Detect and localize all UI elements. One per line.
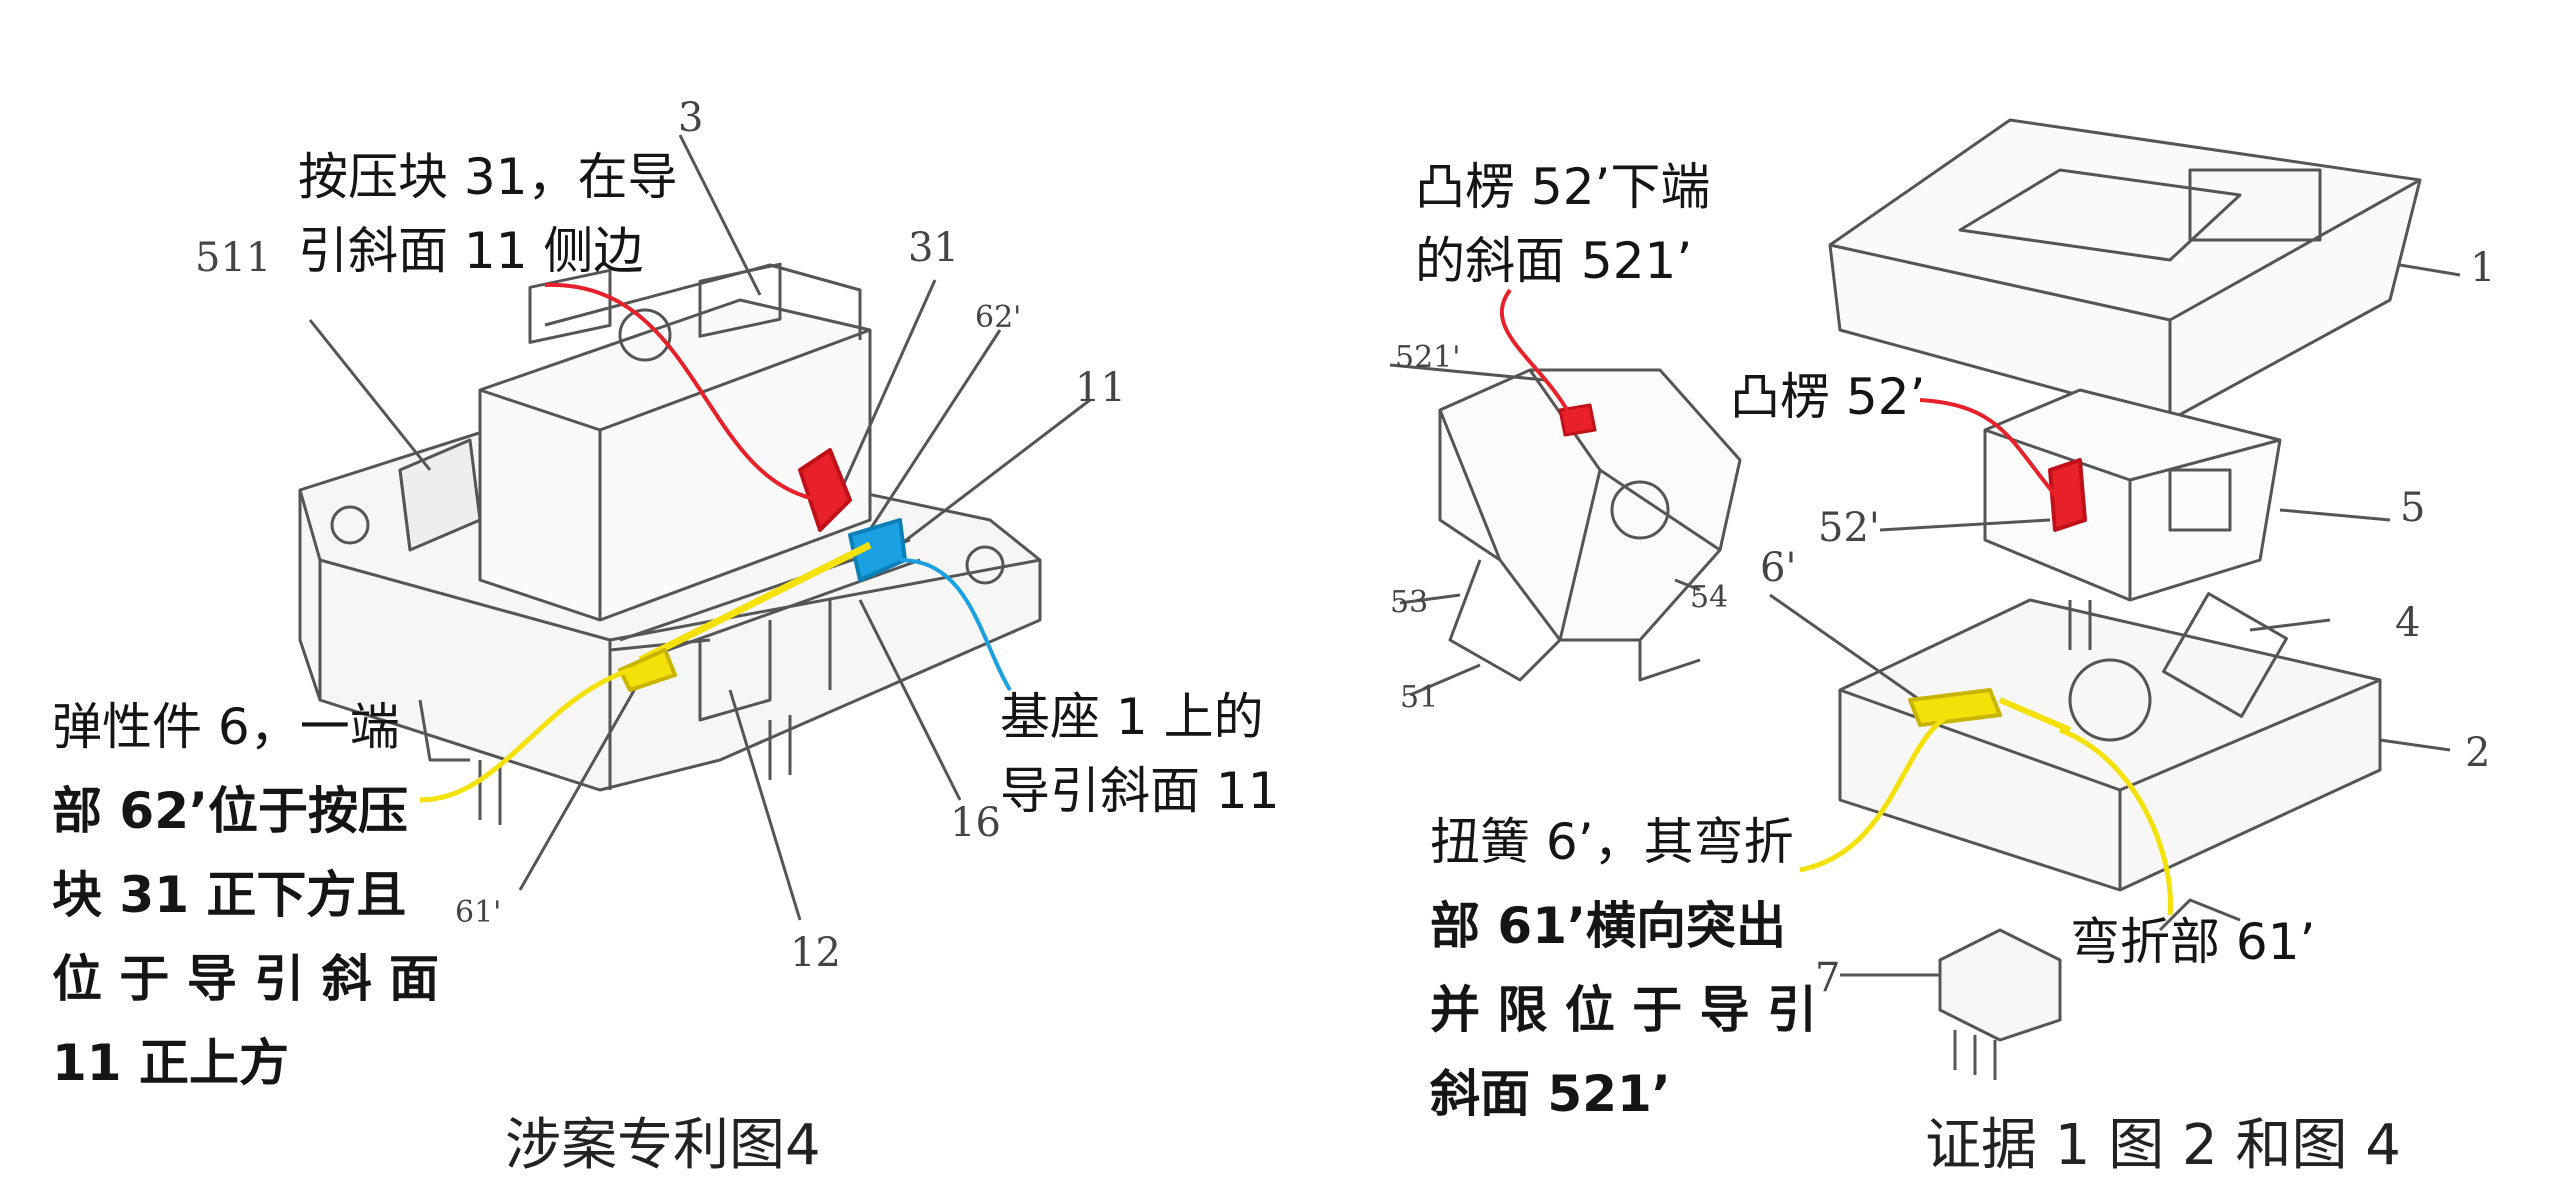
- ref-511: 511: [195, 235, 272, 281]
- ref-2: 2: [2465, 730, 2491, 776]
- torsion-spring-note-line3: 并 限 位 于 导 引: [1430, 981, 1818, 1039]
- ref-521: 521': [1395, 340, 1461, 375]
- base-slope-note: 基座 1 上的 导引斜面 11: [1000, 680, 1280, 828]
- ref-7: 7: [1815, 955, 1841, 1001]
- press-block-note: 按压块 31，在导 引斜面 11 侧边: [298, 140, 678, 288]
- spring-note: 弹性件 6，一端 部 62’位于按压 块 31 正下方且 位 于 导 引 斜 面…: [52, 685, 439, 1105]
- torsion-spring-note-line1: 扭簧 6’，其弯折: [1430, 813, 1794, 871]
- ref-6: 6': [1760, 545, 1797, 591]
- right-highlights: [1908, 458, 2087, 733]
- spring-note-line3: 块 31 正下方且: [52, 866, 407, 924]
- ref-61: 61': [455, 895, 502, 930]
- right-detail-drawing: [1389, 363, 1742, 697]
- left-device-drawing: [298, 134, 1091, 921]
- right-caption: 证据 1 图 2 和图 4: [1925, 1113, 2401, 1178]
- red-callout-curve-3: [1919, 398, 2057, 497]
- ref-12: 12: [790, 930, 841, 976]
- ref-4: 4: [2395, 600, 2421, 646]
- boss-slope-note-line2: 的斜面 521’: [1415, 232, 1693, 290]
- blue-callout-curve: [899, 558, 1012, 692]
- right-assembly-drawing: [1769, 118, 2461, 1080]
- bend-note: 弯折部 61’: [2070, 913, 2316, 971]
- ref-3: 3: [678, 95, 704, 141]
- yellow-callout-curve-3: [2059, 727, 2173, 916]
- ref-62: 62': [975, 300, 1022, 335]
- yellow-callout-curve: [419, 667, 631, 803]
- press-block-note-line1: 按压块 31，在导: [298, 148, 678, 206]
- red-callout-curve: [544, 282, 821, 502]
- boss-slope-note: 凸楞 52’下端 的斜面 521’: [1415, 150, 1710, 298]
- ref-52: 52': [1818, 505, 1880, 551]
- ref-16: 16: [950, 800, 1001, 846]
- ref-31: 31: [908, 225, 959, 271]
- red-callout-curve-2: [1499, 288, 1572, 416]
- ref-5: 5: [2400, 485, 2426, 531]
- base-slope-note-line2: 导引斜面 11: [1000, 762, 1280, 820]
- torsion-spring-note-line4: 斜面 521’: [1430, 1065, 1671, 1123]
- spring-note-line2: 部 62’位于按压: [52, 782, 408, 840]
- yellow-callout-curve-2: [1799, 707, 1961, 873]
- ref-53: 53: [1390, 585, 1429, 620]
- base-slope-note-line1: 基座 1 上的: [1000, 688, 1264, 746]
- boss-slope-note-line1: 凸楞 52’下端: [1415, 158, 1711, 216]
- boss-note: 凸楞 52’: [1730, 368, 1926, 426]
- spring-note-line5: 11 正上方: [52, 1034, 289, 1092]
- spring-note-line1: 弹性件 6，一端: [52, 698, 400, 756]
- press-block-note-line2: 引斜面 11 侧边: [298, 222, 644, 280]
- torsion-spring-note-line2: 部 61’横向突出: [1430, 897, 1786, 955]
- ref-11: 11: [1075, 365, 1126, 411]
- left-caption: 涉案专利图4: [505, 1113, 821, 1178]
- ref-51: 51: [1400, 680, 1439, 715]
- torsion-spring-note: 扭簧 6’，其弯折 部 61’横向突出 并 限 位 于 导 引 斜面 521’: [1430, 800, 1817, 1136]
- spring-note-line4: 位 于 导 引 斜 面: [52, 950, 440, 1008]
- ref-54: 54: [1690, 580, 1729, 615]
- left-highlights: [618, 448, 907, 692]
- ref-1: 1: [2470, 245, 2496, 291]
